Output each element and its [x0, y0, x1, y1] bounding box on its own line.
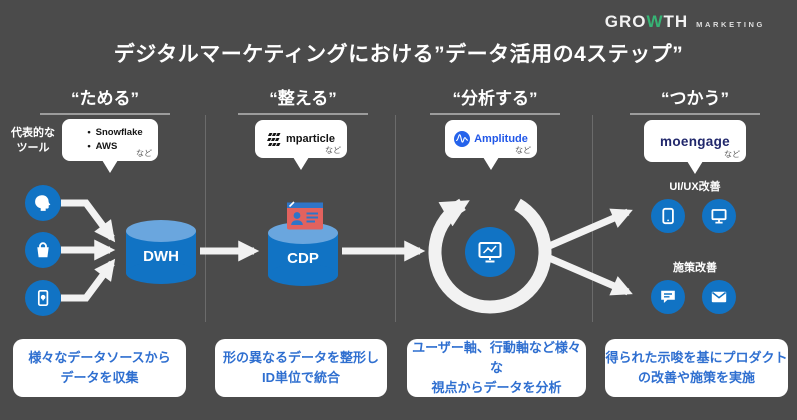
- bubble-tail: [293, 157, 309, 170]
- tool-item-aws: AWS: [87, 140, 142, 154]
- monitor-chart-icon: [478, 242, 502, 263]
- analysis-loop-arrow: [428, 198, 552, 314]
- tool-list: Snowflake AWS: [77, 126, 143, 154]
- mail-icon: [711, 291, 727, 303]
- etc-note: など: [136, 149, 152, 158]
- representative-tools-label: 代表的な ツール: [11, 127, 55, 154]
- tools-bubble-dwh: Snowflake AWS など: [62, 119, 158, 173]
- logo-green-w: W: [646, 12, 664, 31]
- tools-bubble-analysis: Amplitude など: [445, 120, 537, 170]
- column-separator: [395, 115, 396, 322]
- usage-desktop: [702, 199, 736, 233]
- shopping-bag-icon: [37, 242, 49, 258]
- data-source-purchase: [25, 232, 61, 268]
- tablet-icon: [662, 207, 674, 225]
- arrow-analysis-to-sesaku: [538, 250, 633, 296]
- desktop-icon: [711, 209, 727, 224]
- etc-note: など: [724, 150, 740, 159]
- id-card-icon: [287, 201, 323, 230]
- usage-label-uiux: UI/UX改善: [669, 181, 721, 193]
- arrow-analysis-to-uiux: [538, 208, 633, 254]
- data-source-mobile: [25, 280, 61, 316]
- usage-tablet: [651, 199, 685, 233]
- usage-label-sesaku: 施策改善: [673, 262, 717, 274]
- bubble-tail: [687, 161, 703, 174]
- vendor-name-moengage: moengage: [660, 133, 730, 149]
- step-header-tsukau: “つかう”: [630, 84, 760, 115]
- step-header-bunseki: “分析する”: [430, 84, 560, 115]
- arrow-source3-to-dwh: [61, 258, 116, 302]
- smartphone-icon: [37, 289, 49, 307]
- vendor-name-mparticle: mparticle: [286, 133, 335, 145]
- step-header-totonoeru: “整える”: [238, 84, 368, 115]
- logo-wordmark: GROWTH: [604, 12, 689, 31]
- etc-note: など: [325, 146, 341, 155]
- cdp-label: CDP: [287, 250, 319, 267]
- step-description-tsukau: 得られた示唆を基にプロダクト の改善や施策を実施: [605, 339, 788, 397]
- dwh-cylinder: DWH: [126, 220, 196, 284]
- bubble-tail: [483, 157, 499, 170]
- tools-bubble-cdp: mparticle など: [255, 120, 347, 170]
- amplitude-pulse-icon: [454, 131, 471, 147]
- step-description-tameru: 様々なデータソースから データを収集: [13, 339, 186, 397]
- step-description-bunseki: ユーザー軸、行動軸など様々な 視点からデータを分析: [407, 339, 586, 397]
- vendor-name-amplitude: Amplitude: [474, 133, 528, 145]
- etc-note: など: [515, 146, 531, 155]
- data-source-user: [25, 185, 61, 221]
- analysis-node: [465, 227, 515, 277]
- column-separator: [592, 115, 593, 322]
- user-profile-icon: [35, 195, 51, 211]
- usage-chat: [651, 280, 685, 314]
- mparticle-hatch-icon: [267, 132, 281, 146]
- step-header-tameru: “ためる”: [40, 84, 170, 115]
- arrow-source1-to-dwh: [61, 199, 116, 243]
- usage-mail: [702, 280, 736, 314]
- page-title: デジタルマーケティングにおける”データ活用の4ステップ”: [113, 43, 684, 66]
- bubble-tail: [102, 160, 118, 173]
- logo-subtext: MARKETING: [696, 20, 765, 29]
- growth-marketing-logo: GROWTH MARKETING: [605, 12, 765, 32]
- tool-item-snowflake: Snowflake: [87, 126, 143, 140]
- step-description-totonoeru: 形の異なるデータを整形し ID単位で統合: [215, 339, 387, 397]
- tools-bubble-usage: moengage など: [644, 120, 746, 174]
- column-separator: [205, 115, 206, 322]
- dwh-label: DWH: [143, 248, 179, 265]
- chat-bubble-icon: [661, 290, 675, 303]
